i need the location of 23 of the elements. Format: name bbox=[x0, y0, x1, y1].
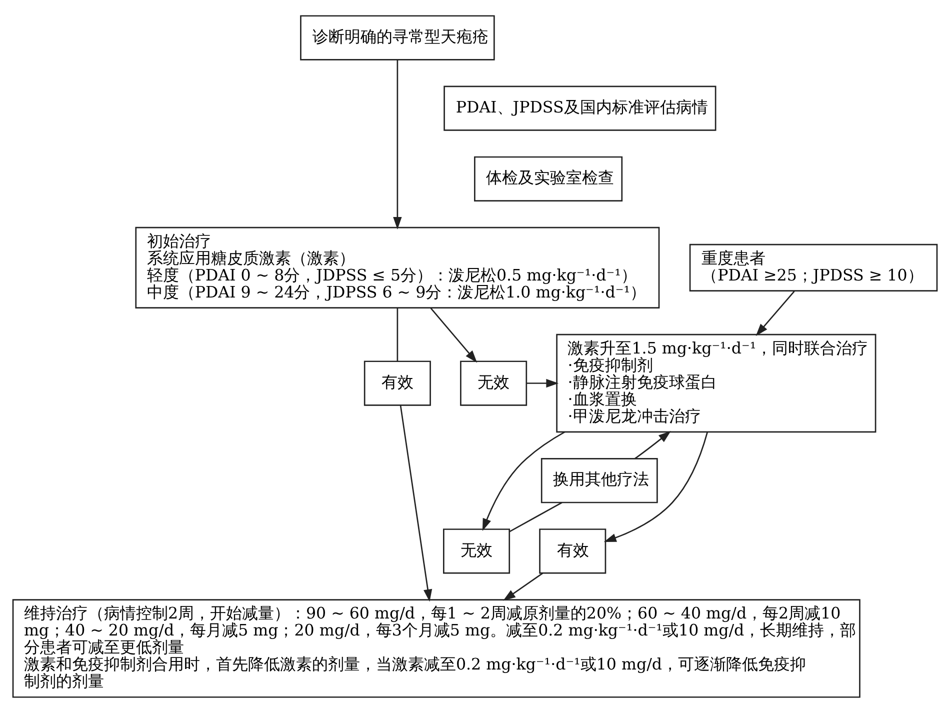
arrow bbox=[604, 432, 708, 542]
arrow bbox=[482, 431, 566, 531]
node-box: 无效 bbox=[443, 528, 510, 574]
node-box: 激素升至1.5 mg·kg⁻¹·d⁻¹，同时联合治疗 ·免疫抑制剂 ·静脉注射免疫球蛋白 ·血浆置换 ·甲泼尼龙冲击治疗 bbox=[556, 334, 876, 433]
node-box: 体检及实验室检查 bbox=[474, 156, 623, 202]
node-box: 换用其他疗法 bbox=[540, 458, 658, 504]
node-box: 诊断明确的寻常型天疱疮 bbox=[300, 15, 495, 60]
node-box: 重度患者 （PDAI ≥25；JPDSS ≥ 10） bbox=[689, 244, 938, 292]
connector bbox=[509, 502, 562, 532]
node-box: 初始治疗 系统应用糖皮质激素（激素） 轻度（PDAI 0 ~ 8分，JDPSS ≤ 5分）：泼尼松0.5 mg·kg⁻¹·d⁻¹） 中度（PDAI 9 ~ 24分，JDPSS 6 ~ 9分：泼尼松1.0 mg·kg⁻¹·d⁻¹） bbox=[135, 226, 660, 308]
arrow bbox=[526, 378, 559, 388]
node-box: PDAI、JPDSS及国内标准评估病情 bbox=[444, 86, 716, 131]
arrow bbox=[756, 290, 795, 336]
node-box: 无效 bbox=[460, 360, 528, 406]
connector bbox=[396, 308, 398, 362]
arrow bbox=[634, 430, 671, 460]
arrow bbox=[400, 405, 432, 602]
arrow bbox=[393, 60, 402, 230]
node-box: 维持治疗（病情控制2周，开始减量）：90 ~ 60 mg/d，每1 ~ 2周减原剂量的20%；60 ~ 40 mg/d，每2周减10 mg；40 ~ 20 mg/d，每月减5 mg；20 mg/d，每3个月减5 mg。减至0.2 mg·kg⁻¹·d⁻¹或10 mg/d，长期维持，部分患者可减至更低剂量 激素和免疫抑制剂合用时，首先降低激素的剂量，当激素减至0.2 mg·kg⁻¹·d⁻¹或10 mg/d，可逐渐降低免疫抑制剂的剂量 bbox=[12, 599, 860, 698]
node-box: 有效 bbox=[364, 360, 431, 406]
arrow bbox=[430, 307, 478, 363]
arrow bbox=[503, 572, 544, 601]
node-box: 有效 bbox=[539, 528, 606, 574]
